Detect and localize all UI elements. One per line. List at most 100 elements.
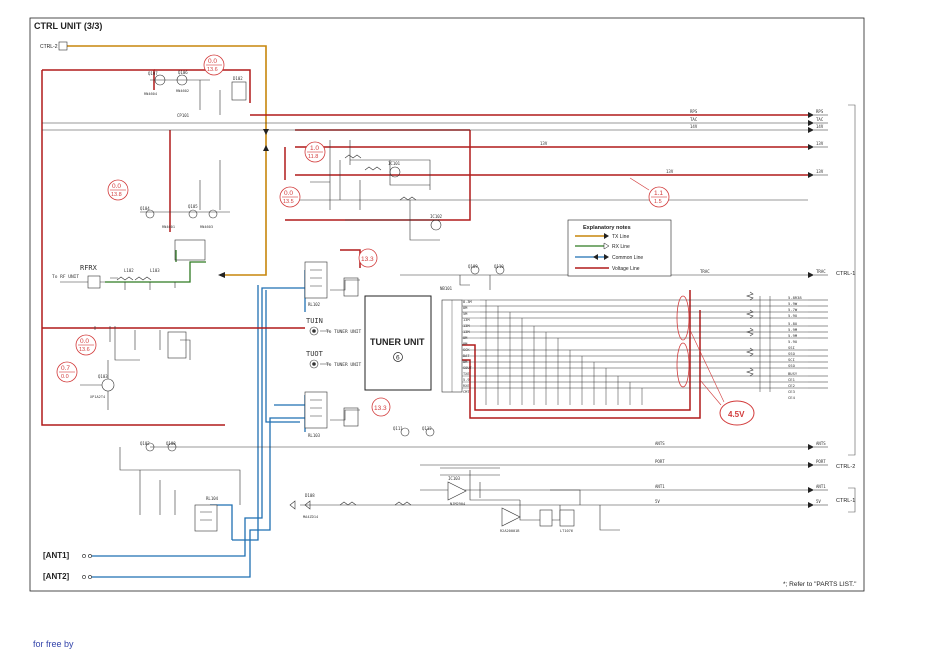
bus-label: 8M	[463, 360, 468, 364]
voltage-single: 13.3	[371, 397, 391, 417]
bus-label: SCI	[788, 357, 795, 362]
connector-stubs	[808, 114, 828, 506]
part-label: Q109	[468, 264, 478, 269]
rail-label: PORT	[655, 459, 665, 464]
bus-label: RXE	[463, 384, 470, 388]
bus-label: 8M	[463, 336, 468, 340]
rail-label: 13V	[540, 141, 548, 146]
part-label: R2A20001B	[500, 529, 519, 533]
tx-line	[67, 45, 267, 276]
part-label: Q110	[494, 264, 504, 269]
voltage-annotations: 0.0 13.6 1.0 11.8 0.0 13.8 0.0 13.5 1.1 …	[56, 54, 755, 426]
rail-label: 14V	[690, 124, 698, 129]
bus-label: SSI	[788, 345, 795, 350]
bus-label: SCK	[463, 348, 470, 352]
bus-label: 8M	[463, 306, 468, 310]
footer-text: for free by	[33, 639, 74, 649]
part-label: Q107	[148, 71, 158, 76]
bus-label: 5M	[463, 312, 468, 316]
voltage-bubble: 0.7 0.0	[56, 361, 78, 383]
rail-label: TAC	[816, 117, 824, 122]
ctrl1-right-label: CTRL-1	[836, 271, 855, 277]
bus-label: SOUT	[463, 366, 472, 370]
bus-label: 5.7W	[788, 307, 798, 312]
legend-arrow-rx	[603, 242, 610, 250]
rail-label: RPS	[690, 109, 698, 114]
rail-label: TRAC	[816, 269, 826, 274]
bus-label: 8.3M	[463, 300, 472, 304]
legend-label-voltage: Voltage Line	[612, 266, 640, 272]
ant2-label: [ANT2]	[43, 572, 70, 581]
part-label: Q102	[140, 441, 150, 446]
rail-label: 13V	[816, 141, 824, 146]
voltage-top: 1.0	[310, 145, 319, 152]
rail-label: ANT1	[655, 484, 665, 489]
bus-label: CE1	[788, 377, 796, 382]
voltage-bubble: 0.0 13.5	[279, 186, 301, 208]
bus-label: 5.9M	[788, 333, 798, 338]
parts-list-note: *; Refer to "PARTS LIST."	[783, 581, 857, 588]
bus-label: 8M	[463, 342, 468, 346]
part-label: Q105	[188, 204, 198, 209]
tuner-unit-label: TUNER UNIT	[370, 337, 425, 347]
ant1-terminal	[82, 554, 86, 558]
ctrl1-bottom-bracket	[848, 487, 856, 513]
part-label: RL103	[308, 433, 321, 438]
part-label: RL102	[308, 302, 321, 307]
voltage-bubble: 1.0 11.8	[304, 141, 326, 163]
tuner-unit-number-circle	[393, 352, 403, 362]
sheet-frame	[29, 17, 865, 592]
part-label: Q112	[422, 426, 432, 431]
part-label: IC101	[388, 161, 401, 166]
bus-label: 5.9M	[788, 327, 798, 332]
bus-label: 13M	[463, 324, 470, 328]
rail-label: 14V	[816, 124, 824, 129]
voltage-top: 0.0	[284, 190, 293, 197]
bus-label: 5.9U	[788, 313, 798, 318]
part-label: D108	[305, 493, 315, 498]
rail-label: ANTS	[816, 441, 826, 446]
rail-label: ANTS	[655, 441, 665, 446]
part-label: L102	[124, 268, 134, 273]
bus-label: 5.9W	[788, 301, 798, 306]
bus-label: 13M	[463, 330, 470, 334]
bus-label: 5.9U	[788, 339, 798, 344]
legend-arrow-tx	[604, 233, 609, 239]
part-label: Q111	[393, 426, 403, 431]
part-label: Q106	[178, 70, 188, 75]
voltage-top: 1.1	[654, 190, 663, 197]
voltage-single: 13.3	[358, 248, 378, 268]
bus-label: CE4	[788, 395, 796, 400]
ant2-terminal	[82, 575, 86, 579]
ant1-label: [ANT1]	[43, 551, 70, 560]
voltage-bubble: 0.0 13.6	[203, 54, 225, 76]
voltage-bubble: 1.1 1.5	[629, 177, 670, 208]
voltage-bottom: 0.0	[61, 374, 69, 380]
rail-label: ANT1	[816, 484, 826, 489]
ctrl1-bracket	[848, 104, 856, 456]
voltage-bubble: 0.0 13.8	[107, 179, 129, 201]
bus-labels-left: 8.3M 8M 5M 13M 13M 13M 8M 8M SCK DAT 8M …	[463, 300, 472, 394]
bus-label: SSO	[788, 363, 796, 368]
part-label: Q108	[166, 441, 176, 446]
bus-label: DAT	[463, 354, 470, 358]
part-label: RN4601	[162, 225, 175, 229]
part-label: D102	[233, 76, 243, 81]
part-label: Q104	[140, 206, 150, 211]
rail-label: TRAC	[700, 269, 710, 274]
opamp-1	[447, 481, 467, 501]
to-tuner-unit-label-2: To TUNER UNIT	[326, 362, 362, 368]
tuner-unit-number: 6	[396, 355, 400, 362]
voltage-single-value: 4.5V	[728, 410, 745, 419]
rail-label: RPS	[816, 109, 824, 114]
sheet-title: CTRL UNIT (3/3)	[34, 21, 102, 31]
rail-label: TAC	[690, 117, 698, 122]
bus-label: 5.8R38	[788, 295, 802, 300]
tuin-label: TUIN	[306, 317, 323, 325]
bus-label: TXE	[463, 372, 470, 376]
part-label: Q103	[98, 374, 108, 379]
bus-labels-right: 5.8R38 5.9W 5.7W 5.9U 5.8U 5.9M 5.9M 5.9…	[788, 295, 802, 400]
rx-line	[105, 250, 206, 283]
legend-label-common: Common Line	[612, 255, 643, 261]
